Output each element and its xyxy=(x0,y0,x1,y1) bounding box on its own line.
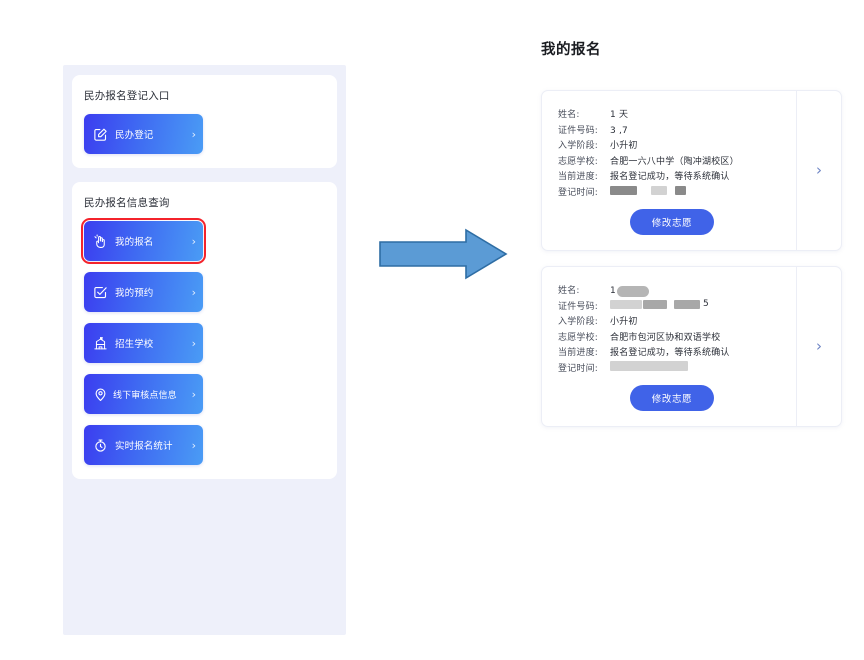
tile-minban-dengji[interactable]: 民办登记 › xyxy=(84,114,203,154)
label-reg-time: 登记时间: xyxy=(558,363,599,374)
info-row-reg-time: 登记时间: xyxy=(558,360,786,377)
label-id-number: 证件号码: xyxy=(558,301,599,312)
registration-card-1[interactable]: 姓名: 1 天 证件号码: 3 ,7 入学阶段: 小升初 志愿学校: xyxy=(541,90,842,251)
id-number-visible-text: 5 xyxy=(703,299,709,309)
label-reg-time: 登记时间: xyxy=(558,187,599,198)
label-progress: 当前进度: xyxy=(558,172,599,182)
checkbox-square-icon xyxy=(93,285,108,300)
redaction-block xyxy=(675,185,686,195)
label-school: 志愿学校: xyxy=(558,156,599,167)
label-school: 志愿学校: xyxy=(558,332,599,343)
modify-wish-button[interactable]: 修改志愿 xyxy=(629,209,715,235)
redaction-block xyxy=(674,299,700,309)
value-progress: 报名登记成功，等待系统确认 xyxy=(610,172,730,182)
page-title: 我的报名 xyxy=(541,42,601,58)
registration-card-body: 姓名: 1 证件号码: 5 xyxy=(542,267,796,426)
value-reg-time-redacted xyxy=(610,360,786,371)
right-arrow-icon xyxy=(379,228,508,280)
redaction-block xyxy=(610,360,688,371)
chevron-right-icon: › xyxy=(816,337,822,355)
card-spacer xyxy=(72,168,337,182)
value-name: 1 天 xyxy=(610,110,629,120)
info-row-progress: 当前进度: 报名登记成功，等待系统确认 xyxy=(558,169,786,185)
tile-xianxia-shenhedian-xinxi[interactable]: 线下审核点信息 › xyxy=(84,374,203,414)
info-row-school: 志愿学校: 合肥市包河区协和双语学校 xyxy=(558,330,786,346)
info-row-progress: 当前进度: 报名登记成功，等待系统确认 xyxy=(558,345,786,361)
chevron-right-icon: › xyxy=(191,127,196,141)
info-row-id-number: 证件号码: 5 xyxy=(558,299,786,315)
tile-grid-registration-query: 我的报名 › 我的预约 › xyxy=(81,218,325,465)
label-stage: 入学阶段: xyxy=(558,317,599,327)
chevron-right-icon: › xyxy=(816,161,822,179)
redaction-block xyxy=(616,285,649,297)
label-stage: 入学阶段: xyxy=(558,141,599,151)
stopwatch-icon xyxy=(93,438,108,453)
tile-label: 实时报名统计 xyxy=(115,441,173,452)
value-school: 合肥一六八中学（陶冲湖校区） xyxy=(610,156,739,167)
label-progress: 当前进度: xyxy=(558,348,599,358)
section-title-registration-query: 民办报名信息查询 xyxy=(84,197,170,209)
value-progress: 报名登记成功，等待系统确认 xyxy=(610,348,730,358)
value-name: 1 xyxy=(610,285,786,297)
registration-query-card: 民办报名信息查询 我的报名 › xyxy=(72,182,337,479)
value-reg-time-redacted xyxy=(610,185,786,195)
card-chevron-area[interactable]: › xyxy=(796,91,841,250)
info-row-name: 姓名: 1 天 xyxy=(558,107,786,123)
info-row-stage: 入学阶段: 小升初 xyxy=(558,138,786,154)
registration-card-body: 姓名: 1 天 证件号码: 3 ,7 入学阶段: 小升初 志愿学校: xyxy=(542,91,796,250)
id-number-visible-text: 3 ,7 xyxy=(610,125,628,136)
registration-entry-card: 民办报名登记入口 民办登记 › xyxy=(72,75,337,168)
hand-tap-icon xyxy=(93,233,108,249)
redaction-block xyxy=(643,299,667,309)
tile-label: 我的预约 xyxy=(115,288,154,299)
flow-arrow xyxy=(378,228,508,280)
phone-mockup: 民办报名登记入口 民办登记 › xyxy=(63,65,346,635)
registration-card-2[interactable]: 姓名: 1 证件号码: 5 xyxy=(541,266,842,427)
label-id-number: 证件号码: xyxy=(558,125,599,136)
modify-button-wrap: 修改志愿 xyxy=(558,209,786,235)
tile-label: 民办登记 xyxy=(115,130,154,141)
tile-wode-baoming[interactable]: 我的报名 › xyxy=(81,218,206,264)
chevron-right-icon: › xyxy=(191,438,196,452)
value-stage: 小升初 xyxy=(610,141,638,151)
tile-label: 线下审核点信息 xyxy=(113,390,177,401)
info-row-name: 姓名: 1 xyxy=(558,283,786,299)
value-id-number: 5 xyxy=(610,299,786,309)
tile-shishi-baoming-tongji[interactable]: 实时报名统计 › xyxy=(84,425,203,465)
info-row-stage: 入学阶段: 小升初 xyxy=(558,314,786,330)
edit-square-icon xyxy=(93,127,108,142)
chevron-right-icon: › xyxy=(191,336,196,350)
info-row-reg-time: 登记时间: xyxy=(558,185,786,201)
school-icon xyxy=(93,336,108,351)
detail-panel: 我的报名 姓名: 1 天 证件号码: 3 ,7 入学阶段: xyxy=(520,22,864,522)
label-name: 姓名: xyxy=(558,286,580,296)
info-row-school: 志愿学校: 合肥一六八中学（陶冲湖校区） xyxy=(558,154,786,170)
tile-label: 我的报名 xyxy=(115,237,154,248)
modify-button-wrap: 修改志愿 xyxy=(558,385,786,411)
redaction-block xyxy=(610,185,637,195)
redaction-block xyxy=(651,185,667,195)
tile-grid-registration-entry: 民办登记 › xyxy=(84,114,325,154)
modify-wish-button[interactable]: 修改志愿 xyxy=(629,385,715,411)
card-chevron-area[interactable]: › xyxy=(796,267,841,426)
card-spacer xyxy=(520,251,864,266)
chevron-right-icon: › xyxy=(191,387,196,401)
phone-screen: 民办报名登记入口 民办登记 › xyxy=(63,65,346,635)
tile-zhaosheng-xuexiao[interactable]: 招生学校 › xyxy=(84,323,203,363)
label-name: 姓名: xyxy=(558,110,580,120)
name-visible-text: 1 xyxy=(610,286,616,296)
chevron-right-icon: › xyxy=(191,285,196,299)
tile-label: 招生学校 xyxy=(115,339,154,350)
section-title-registration-entry: 民办报名登记入口 xyxy=(84,90,170,102)
info-row-id-number: 证件号码: 3 ,7 xyxy=(558,123,786,139)
chevron-right-icon: › xyxy=(191,234,196,248)
value-stage: 小升初 xyxy=(610,317,638,327)
value-id-number: 3 ,7 xyxy=(610,126,786,136)
value-school: 合肥市包河区协和双语学校 xyxy=(610,332,721,343)
redaction-block xyxy=(610,299,642,309)
map-pin-icon xyxy=(93,387,108,402)
tile-wode-yuyue[interactable]: 我的预约 › xyxy=(84,272,203,312)
